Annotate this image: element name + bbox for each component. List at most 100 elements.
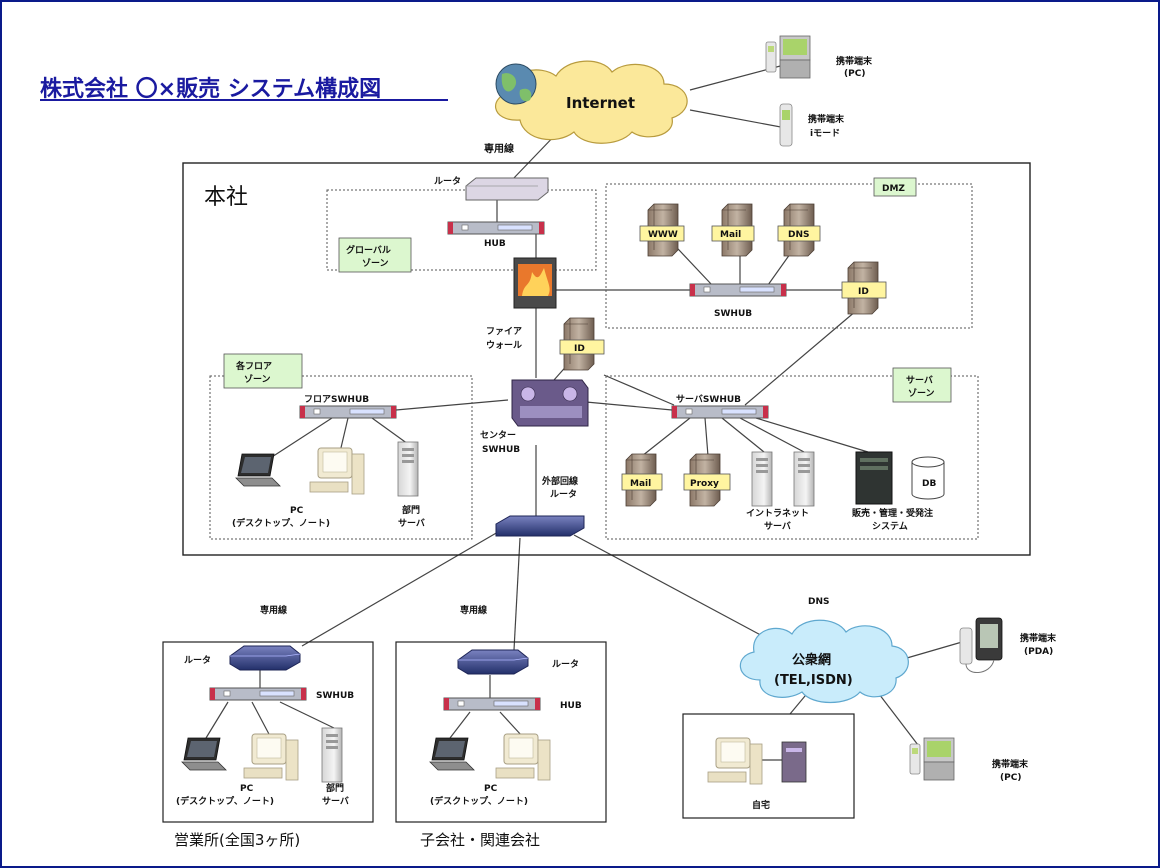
hq-label: 本社 xyxy=(204,185,248,210)
mobile-pc-bottom-icon xyxy=(909,737,955,781)
intranet-server-2-icon xyxy=(793,451,815,507)
server-zone-mail-label: Mail xyxy=(630,479,651,489)
subsidiary-leased-line-label: 専用線 xyxy=(460,604,487,616)
public-net-line2: (TEL,ISDN) xyxy=(774,673,853,688)
global-zone-line2: ゾーン xyxy=(362,257,389,269)
mobile-pc-bottom-line1: 携帯端末 xyxy=(992,758,1029,770)
mobile-pc-top-line1: 携帯端末 xyxy=(836,55,873,67)
floor-switch-icon xyxy=(299,405,397,419)
dmz-label: DMZ xyxy=(882,184,905,194)
floor-switch-label: フロアSWHUB xyxy=(304,394,369,405)
dmz-switch-icon xyxy=(689,283,787,297)
center-switch-icon xyxy=(511,379,589,427)
server-zone-line1: サーバ xyxy=(906,375,933,386)
branch-laptop-icon xyxy=(181,737,227,771)
center-switch-line1: センター xyxy=(480,429,516,441)
intranet-line2: サーバ xyxy=(764,521,791,532)
business-system-server-icon xyxy=(855,451,893,505)
dmz-dns-label: DNS xyxy=(788,230,810,240)
internet-leased-line-label: 専用線 xyxy=(484,142,514,155)
floor-zone-area xyxy=(209,375,473,540)
floor-zone-line1: 各フロア xyxy=(235,360,272,372)
global-zone-area xyxy=(326,189,597,271)
firewall-line1: ファイア xyxy=(486,326,522,337)
home-desktop-icon xyxy=(707,737,763,785)
server-switch-label: サーバSWHUB xyxy=(676,394,741,405)
center-ids-tag xyxy=(559,339,605,355)
subsidiary-pc-line2: (デスクトップ、ノート) xyxy=(430,795,528,807)
floor-pc-line1: PC xyxy=(290,506,304,516)
page-title: 株式会社 〇×販売 システム構成図 xyxy=(40,76,381,102)
subsidiary-pc-line1: PC xyxy=(484,784,498,794)
server-switch-icon xyxy=(671,405,769,419)
global-zone-tag xyxy=(338,237,412,273)
dmz-mail-tag xyxy=(711,225,755,242)
server-zone-proxy-tag xyxy=(683,473,731,491)
subsidiary-desktop-icon xyxy=(495,733,551,781)
mobile-pda-line1: 携帯端末 xyxy=(1020,632,1057,644)
branch-desktop-icon xyxy=(243,733,299,781)
dmz-www-label: WWW xyxy=(648,230,678,240)
branch-box xyxy=(162,641,374,823)
dmz-zone-area xyxy=(605,183,973,329)
intranet-line1: イントラネット xyxy=(746,508,809,519)
branch-switch-icon xyxy=(209,687,307,701)
server-zone-mail-tag xyxy=(621,473,663,491)
public-net-link-label: DNS xyxy=(808,597,830,607)
floor-zone-line2: ゾーン xyxy=(244,373,271,385)
external-router-line1: 外部回線 xyxy=(541,475,578,487)
hq-box xyxy=(182,162,1031,556)
floor-dept-server-line1: 部門 xyxy=(402,504,420,516)
floor-dept-server-icon xyxy=(397,441,419,497)
server-zone-line2: ゾーン xyxy=(908,387,935,399)
mobile-imode-line1: 携帯端末 xyxy=(808,113,845,125)
home-label: 自宅 xyxy=(752,799,770,811)
mobile-imode-icon xyxy=(779,103,793,147)
dmz-dns-tag xyxy=(777,225,821,242)
dmz-ids-label: ID xyxy=(858,287,869,297)
dmz-ids-tag xyxy=(841,281,887,299)
server-zone-tag xyxy=(892,367,952,403)
center-switch-line2: SWHUB xyxy=(482,445,520,455)
home-box xyxy=(682,713,855,819)
branch-pc-line1: PC xyxy=(240,784,254,794)
hq-router-label: ルータ xyxy=(434,175,461,187)
public-net-line1: 公衆網 xyxy=(792,652,831,668)
internet-label: Internet xyxy=(566,94,635,112)
hq-hub-label: HUB xyxy=(484,239,506,249)
globe-icon xyxy=(495,63,537,105)
db-label: DB xyxy=(922,479,936,489)
dmz-switch-label: SWHUB xyxy=(714,309,752,319)
dmz-www-tag xyxy=(639,225,685,242)
business-system-line2: システム xyxy=(872,521,908,532)
subsidiary-router-icon xyxy=(457,649,529,675)
branch-leased-line-label: 専用線 xyxy=(260,604,287,616)
firewall-icon xyxy=(513,257,557,309)
branch-switch-label: SWHUB xyxy=(316,691,354,701)
floor-zone-tag xyxy=(223,353,303,389)
mobile-pda-icon xyxy=(959,617,1003,673)
business-system-line1: 販売・管理・受発注 xyxy=(852,507,933,519)
floor-laptop-icon xyxy=(235,453,281,487)
server-zone-area xyxy=(605,375,979,540)
subsidiary-hub-icon xyxy=(443,697,541,711)
subsidiary-laptop-icon xyxy=(429,737,475,771)
floor-pc-line2: (デスクトップ、ノート) xyxy=(232,517,330,529)
hq-router-icon xyxy=(465,177,549,201)
branch-dept-server-line1: 部門 xyxy=(326,782,344,794)
global-zone-line1: グローバル xyxy=(346,244,391,256)
branch-router-label: ルータ xyxy=(184,654,211,666)
mobile-pc-icon xyxy=(765,35,811,79)
subsidiary-caption: 子会社・関連会社 xyxy=(420,831,540,849)
mobile-pda-line2: (PDA) xyxy=(1024,647,1053,657)
mobile-pc-bottom-line2: (PC) xyxy=(1000,773,1021,783)
branch-pc-line2: (デスクトップ、ノート) xyxy=(176,795,274,807)
public-net-cloud xyxy=(739,619,909,703)
dmz-tag xyxy=(873,177,917,197)
firewall-line2: ウォール xyxy=(486,340,522,351)
dmz-mail-label: Mail xyxy=(720,230,741,240)
db-icon xyxy=(911,456,945,500)
subsidiary-hub-label: HUB xyxy=(560,701,582,711)
